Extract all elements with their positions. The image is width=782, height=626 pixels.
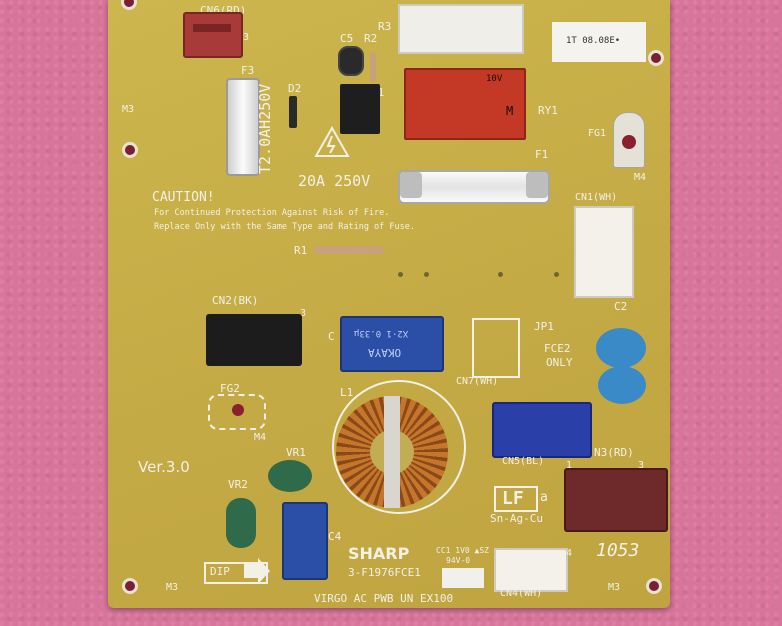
cn4-pin-label: 4 xyxy=(566,548,573,559)
relay-ry1: M 10V xyxy=(404,68,526,140)
r3-label: R3 xyxy=(378,20,392,33)
varistor-vr2 xyxy=(226,498,256,548)
fg1-label: FG1 xyxy=(588,128,607,139)
only-label: ONLY xyxy=(546,356,573,369)
connector-top-white xyxy=(398,4,524,54)
c4-label: C4 xyxy=(328,530,342,543)
lf-a-label: a xyxy=(540,490,548,505)
ry1-label: RY1 xyxy=(538,104,558,117)
m4-bottom-label: M4 xyxy=(254,432,267,443)
fuse-f3-rating: T2.0AH250V xyxy=(256,83,274,174)
cn1-label: CN1(WH) xyxy=(575,192,618,203)
mounting-hole-bottom-left xyxy=(122,578,138,594)
ceramic-capacitor-2 xyxy=(598,366,646,404)
cn6-connector xyxy=(183,12,243,58)
c5-label: C5 xyxy=(340,32,354,45)
m3-bottom-right-label: M3 xyxy=(608,582,621,593)
pad xyxy=(498,272,503,277)
cn6-pin-label: 3 xyxy=(243,32,250,43)
relay-code: 10V xyxy=(486,74,503,84)
pad xyxy=(424,272,429,277)
f3-label: F3 xyxy=(241,64,255,77)
fg2-outline xyxy=(208,394,266,430)
ul-mark: CC1 1V0 ▲SZ xyxy=(436,546,489,555)
cn4-connector xyxy=(494,548,568,592)
cn2-pin-label: 3 xyxy=(300,308,307,319)
arrow-right-icon xyxy=(244,558,270,584)
vr1-label: VR1 xyxy=(286,446,306,459)
m4-top-label: M4 xyxy=(634,172,647,183)
date-code: 1053 xyxy=(596,540,640,561)
toroid-inductor-l1 xyxy=(336,396,448,508)
cn2-label: CN2(BK) xyxy=(212,294,259,307)
pad xyxy=(398,272,403,277)
relay-brand: M xyxy=(506,104,514,118)
fce2-label: FCE2 xyxy=(544,342,571,355)
cn3-connector xyxy=(564,468,668,532)
resistor-r2 xyxy=(370,52,376,82)
diode-d2 xyxy=(289,96,297,128)
mounting-hole-top-left xyxy=(121,0,137,10)
caution-title: CAUTION! xyxy=(152,190,215,205)
lf-label: LF xyxy=(502,488,524,509)
cn4-label: CN4(WH) xyxy=(500,588,543,599)
cn1-connector xyxy=(574,206,634,298)
ceramic-capacitor-1 xyxy=(596,328,646,368)
caution-line-1: For Continued Protection Against Risk of… xyxy=(154,208,390,218)
fuse-f3 xyxy=(226,78,260,176)
cn5-connector xyxy=(492,402,592,458)
caution-line-2: Replace Only with the Same Type and Rati… xyxy=(154,222,415,232)
cn3-pin1-label: 1 xyxy=(566,460,573,471)
toroid-outline xyxy=(332,380,466,514)
m3-left-label: M3 xyxy=(122,104,135,115)
cn3-label: N3(RD) xyxy=(594,446,634,459)
x2-cap-text-2: OKAYA xyxy=(368,346,402,359)
warning-icon xyxy=(314,126,350,157)
r1-label: R1 xyxy=(294,244,308,257)
r2-label: R2 xyxy=(364,32,378,45)
lead-free-mark: LF xyxy=(494,486,538,512)
pcb-board: CN6(RD) 3 F3 T2.0AH250V D2 C5 R2 R3 Q1 1… xyxy=(108,0,670,608)
jp1-label: JP1 xyxy=(534,320,554,333)
capacitor-c4 xyxy=(282,502,328,580)
cn2-connector xyxy=(206,314,302,366)
resistor-r1 xyxy=(314,246,384,254)
fg2-label: FG2 xyxy=(220,382,240,395)
cn7-outline xyxy=(472,318,520,378)
brand-label: SHARP xyxy=(348,544,410,563)
mounting-hole-left xyxy=(122,142,138,158)
f1-label: F1 xyxy=(535,148,549,161)
dip-label: DIP xyxy=(210,565,230,578)
d2-label: D2 xyxy=(288,82,302,95)
white-label-box xyxy=(442,568,484,588)
date-sticker: 1T 08.08E• xyxy=(552,22,646,62)
pwb-name: VIRGO AC PWB UN EX100 xyxy=(314,592,454,605)
mounting-hole-right xyxy=(648,50,664,66)
capacitor-c5 xyxy=(338,46,364,76)
cn5-label: CN5(BL) xyxy=(502,456,545,467)
version-label: Ver.3.0 xyxy=(138,458,190,476)
solder-label: Sn-Ag-Cu xyxy=(490,512,543,525)
m3-bottom-left-label: M3 xyxy=(166,582,179,593)
ul-mark-2: 94V-0 xyxy=(446,556,471,565)
transistor-q1 xyxy=(340,84,380,134)
l1-label: L1 xyxy=(340,386,354,399)
pad xyxy=(554,272,559,277)
c2-label: C2 xyxy=(614,300,628,313)
fuse-f1-rating: 20A 250V xyxy=(298,172,371,190)
cn3-pin3-label: 3 xyxy=(638,460,645,471)
date-sticker-text: 1T 08.08E• xyxy=(566,36,621,46)
varistor-vr1 xyxy=(268,460,312,492)
mounting-hole-bottom-right xyxy=(646,578,662,594)
cn7-label: CN7(WH) xyxy=(456,376,499,387)
x2-cap-text-1: X2·1 0.33µ xyxy=(354,328,409,338)
part-number: 3-F1976FCE1 xyxy=(348,566,421,579)
vr2-label: VR2 xyxy=(228,478,248,491)
ground-lug-fg1 xyxy=(613,112,645,168)
c-label: C xyxy=(328,330,335,343)
fuse-f1 xyxy=(398,170,550,204)
capacitor-x2-blue: X2·1 0.33µ OKAYA xyxy=(340,316,444,372)
